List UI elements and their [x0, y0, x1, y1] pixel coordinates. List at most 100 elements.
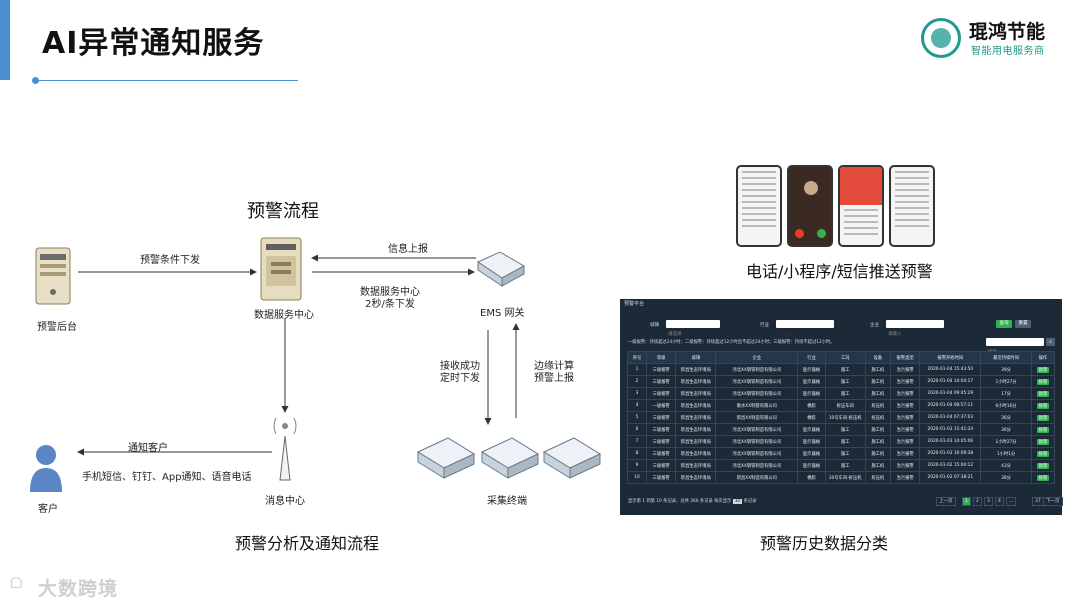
filter-company-input[interactable]: 请输入	[886, 320, 944, 337]
reset-button[interactable]: 重置	[1015, 320, 1031, 328]
action-cell: 处理	[1030, 447, 1056, 460]
column-header: 行业	[797, 351, 826, 364]
table-cell: 医疗器械	[797, 387, 826, 400]
table-cell: 新昌生态环境局	[675, 363, 717, 376]
handle-button[interactable]: 处理	[1036, 402, 1050, 409]
table-cell: 2020-01-03 10:09:38	[919, 447, 982, 460]
table-cell: 医疗器械	[797, 423, 826, 436]
edge-label-rate-2: 2秒/条下发	[365, 299, 415, 310]
filter-town-select[interactable]: 请选择	[666, 320, 720, 337]
search-icon[interactable]: ⌕	[1046, 338, 1055, 346]
page-title: AI异常通知服务	[42, 26, 265, 61]
pagination-summary: 显示第 1 到第 10 条记录，总共 366 条记录 每页显示 10 条记录	[628, 498, 756, 504]
table-cell: 拆压机	[864, 411, 891, 424]
table-cell: 三级报警	[645, 459, 677, 472]
phones-caption: 电话/小程序/短信推送预警	[746, 262, 933, 281]
table-cell: 2020-01-04 07:37:03	[919, 411, 982, 424]
handle-button[interactable]: 处理	[1036, 390, 1050, 397]
alarm-level-legend: 一级报警：持续超过24小时；二级报警：持续超过12小时且不超过24小时；三级报警…	[628, 340, 835, 345]
node-terminal-label: 采集终端	[487, 496, 527, 507]
table-cell: 施工	[824, 447, 866, 460]
edge-label-receive-1: 接收成功	[440, 361, 480, 372]
page-button[interactable]: 2	[973, 497, 982, 506]
handle-button[interactable]: 处理	[1036, 450, 1050, 457]
table-search-input[interactable]: 搜索	[986, 338, 1044, 355]
node-gateway-label: EMS 网关	[480, 308, 525, 319]
table-cell: 三级报警	[645, 447, 677, 460]
phone-screenshot-sms	[736, 165, 782, 247]
table-cell: 施工	[824, 423, 866, 436]
handle-button[interactable]: 处理	[1036, 462, 1050, 469]
edge-label-receive-2: 定时下发	[440, 373, 480, 384]
table-cell: 新昌生态环境局	[675, 447, 717, 460]
page-button[interactable]: 1	[962, 497, 971, 506]
table-cell: 新昌XX制造有限公司	[715, 411, 799, 424]
column-header: 最近持续时间	[980, 351, 1032, 364]
table-cell: 2020-01-02 15:00:12	[919, 459, 982, 472]
table-cell: 治污报警	[889, 435, 921, 448]
backend-server-icon	[35, 247, 71, 305]
handle-button[interactable]: 处理	[1036, 426, 1050, 433]
table-cell: 新昌生态环境局	[675, 399, 717, 412]
table-cell: 36分	[980, 423, 1032, 436]
table-cell: 治污报警	[889, 459, 921, 472]
handle-button[interactable]: 处理	[1036, 378, 1050, 385]
table-cell: 2020-01-04 14:04:17	[919, 375, 982, 388]
query-button[interactable]: 查询	[996, 320, 1012, 328]
page-button[interactable]: 下一页	[1043, 497, 1063, 506]
table-cell: 施工	[824, 363, 866, 376]
page-button[interactable]: ...	[1006, 497, 1017, 506]
table-cell: 39分	[980, 363, 1032, 376]
decline-call-icon	[795, 229, 804, 238]
table-cell: 治污报警	[889, 411, 921, 424]
page-size-select[interactable]: 10	[732, 499, 743, 504]
table-cell: 医疗器械	[797, 363, 826, 376]
edge-label-condition: 预警条件下发	[140, 255, 200, 266]
data-center-server-icon	[260, 237, 302, 301]
ems-gateway-icon	[476, 251, 526, 287]
panel-title: 预警平台	[624, 301, 645, 307]
table-cell: 三级报警	[645, 411, 677, 424]
handle-button[interactable]: 处理	[1036, 438, 1050, 445]
column-header: 操作	[1030, 351, 1056, 364]
table-caption: 预警历史数据分类	[760, 534, 889, 553]
filter-industry-select[interactable]: 请选择	[776, 320, 834, 337]
page-button[interactable]: 上一页	[936, 497, 956, 506]
table-cell: 5	[627, 411, 647, 424]
page-button[interactable]: 3	[984, 497, 993, 506]
table-cell: 医疗器械	[797, 375, 826, 388]
table-cell: 2020-01-04 08:57:11	[919, 399, 982, 412]
table-cell: 43分	[980, 459, 1032, 472]
table-header-row: 序号 等级 城镇 企业 行业 工况 设备 报警类型 报警开始时间 最近持续时间 …	[627, 351, 1056, 364]
page-button[interactable]: 4	[995, 497, 1004, 506]
page-button[interactable]: 37	[1032, 497, 1044, 506]
table-cell: 治污报警	[889, 447, 921, 460]
diagram-heading: 预警流程	[247, 201, 319, 222]
action-cell: 处理	[1030, 435, 1056, 448]
table-cell: 7	[627, 435, 647, 448]
node-message-center-label: 消息中心	[265, 496, 305, 507]
table-cell: 施工	[824, 435, 866, 448]
node-backend-label: 预警后台	[37, 322, 77, 333]
handle-button[interactable]: 处理	[1036, 366, 1050, 373]
table-cell: 三级报警	[645, 363, 677, 376]
table-cell: 2	[627, 375, 647, 388]
table-cell: 拆压车间	[824, 399, 866, 412]
action-cell: 处理	[1030, 387, 1056, 400]
handle-button[interactable]: 处理	[1036, 414, 1050, 421]
table-cell: 2020-01-02 07:38:21	[919, 471, 982, 484]
history-table: 序号 等级 城镇 企业 行业 工况 设备 报警类型 报警开始时间 最近持续时间 …	[627, 351, 1056, 484]
handle-button[interactable]: 处理	[1036, 474, 1050, 481]
table-cell: 施工机	[864, 435, 891, 448]
caller-avatar-icon	[804, 181, 818, 195]
table-cell: 6小时16分	[980, 399, 1032, 412]
table-cell: 施工	[824, 459, 866, 472]
action-cell: 处理	[1030, 363, 1056, 376]
table-cell: 2020-01-03 14:05:06	[919, 435, 982, 448]
table-cell: 三级报警	[645, 435, 677, 448]
